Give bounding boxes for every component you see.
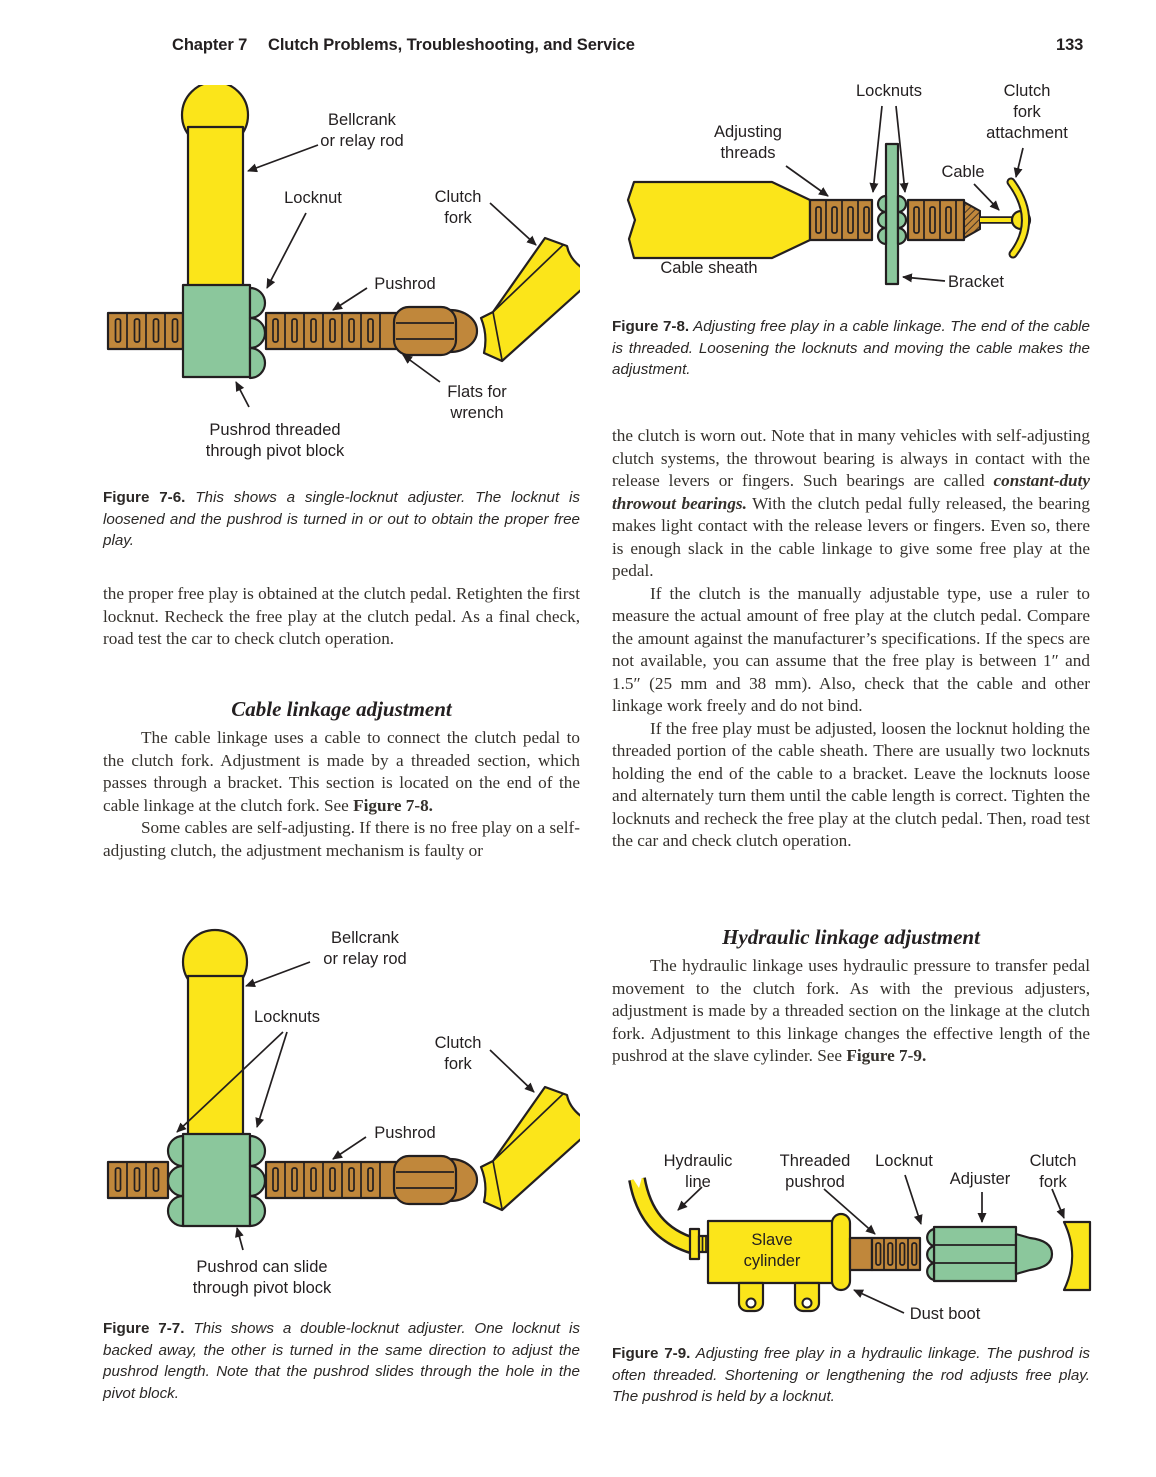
paragraph: the proper free play is obtained at the …: [103, 584, 580, 648]
wrench-flats: [392, 305, 458, 357]
label-bracket: Bracket: [948, 273, 1004, 291]
locknut: [248, 286, 267, 380]
label-dust-boot: Dust boot: [909, 1305, 981, 1323]
figure-7-7-caption: Figure 7-7. This shows a double-locknut …: [103, 1320, 580, 1402]
label-pushrod: Pushrod: [374, 1124, 436, 1142]
clutch-fork-attachment: [1006, 177, 1030, 259]
locknut-right: [248, 1134, 267, 1228]
label-fork-attachment: Clutch fork attachment: [986, 82, 1068, 142]
figure-7-9-diagram: [628, 1170, 1092, 1314]
label-locknuts: Locknuts: [855, 82, 923, 100]
right-text-2: The hydraulic linkage uses hydraulic pre…: [612, 955, 1090, 1068]
figure-7-6-caption: Figure 7-6. This shows a single-locknut …: [103, 489, 580, 549]
figure-7-7-diagram: [106, 928, 580, 1251]
figure-7-8-caption: Figure 7-8. Adjusting free play in a cab…: [612, 318, 1090, 378]
figure-7-7: Bellcrank or relay rod Locknuts Clutch f…: [100, 920, 580, 1312]
label-pushrod: Pushrod: [374, 275, 436, 293]
chapter-label: Chapter 7: [172, 36, 248, 54]
label-bellcrank: Bellcrank or relay rod: [320, 111, 404, 150]
pushrod-left-threads: [106, 311, 185, 351]
label-locknut: Locknut: [875, 1152, 933, 1170]
heading-cable-linkage: Cable linkage adjustment: [231, 697, 452, 721]
label-cable-sheath: Cable sheath: [660, 259, 758, 277]
callout-arrows: [785, 105, 1024, 283]
bracket: [884, 142, 900, 286]
clutch-fork: [479, 236, 580, 363]
threaded-pushrod: [848, 1236, 922, 1272]
callout-arrows: [235, 144, 537, 408]
label-clutch-fork: Clutch fork: [1029, 1152, 1077, 1191]
figure-7-9: Hydraulic line Threaded pushrod Locknut …: [612, 1135, 1102, 1365]
locknuts: [876, 194, 908, 246]
page-title: Clutch Problems, Troubleshooting, and Se…: [268, 36, 635, 54]
wrench-flats: [392, 1154, 458, 1206]
figure-7-8: Locknuts Clutch fork attachment Adjustin…: [612, 70, 1102, 310]
label-threaded-pushrod: Threaded pushrod: [779, 1152, 851, 1191]
paragraph: The cable linkage uses a cable to connec…: [103, 728, 580, 815]
right-text-1: the clutch is worn out. Note that in man…: [612, 425, 1090, 853]
cable-sheath: [626, 180, 812, 260]
adjusting-threads: [808, 198, 966, 242]
bellcrank-rod: [186, 125, 245, 291]
left-text-2: The cable linkage uses a cable to connec…: [103, 727, 580, 862]
clutch-fork: [479, 1085, 580, 1212]
label-pivot-block: Pushrod threaded through pivot block: [205, 421, 345, 460]
label-cable: Cable: [941, 163, 985, 181]
bellcrank-seam: [190, 129, 241, 149]
paragraph: The hydraulic linkage uses hydraulic pre…: [612, 956, 1090, 1065]
label-adjusting-threads: Adjusting threads: [714, 123, 782, 162]
label-locknut: Locknut: [284, 189, 342, 207]
locknut: [926, 1227, 936, 1282]
figure-7-6-diagram: [106, 85, 580, 408]
pivot-block: [181, 1132, 252, 1228]
pushrod-right-threads: [264, 1160, 402, 1200]
bellcrank-seam: [190, 978, 241, 996]
locknut-left: [166, 1134, 185, 1228]
figure-7-8-diagram: [626, 105, 1032, 286]
label-flats: Flats for wrench: [447, 383, 507, 422]
label-slave-cylinder: Slave cylinder: [743, 1231, 801, 1270]
callout-arrows: [677, 1174, 1065, 1314]
heading-hydraulic-linkage: Hydraulic linkage adjustment: [722, 925, 980, 949]
paragraph: If the free play must be adjusted, loose…: [612, 718, 1090, 851]
label-clutch-fork: Clutch fork: [434, 188, 482, 227]
label-pivot-block: Pushrod can slide through pivot block: [192, 1258, 332, 1297]
clutch-fork: [1062, 1220, 1092, 1292]
bellcrank-rod: [186, 974, 245, 1138]
figure-7-6: Bellcrank or relay rod Locknut Clutch fo…: [100, 85, 580, 467]
pushrod-left-threads: [106, 1160, 170, 1200]
paragraph: If the clutch is the manually adjustable…: [612, 583, 1090, 716]
left-text-1: the proper free play is obtained at the …: [103, 583, 580, 651]
pushrod-right-threads: [264, 311, 402, 351]
label-bellcrank: Bellcrank or relay rod: [323, 929, 407, 968]
slave-cylinder-body: [706, 1219, 836, 1285]
cable-end-taper: [963, 200, 981, 240]
paragraph: Some cables are self-adjusting. If there…: [103, 818, 580, 860]
label-hydraulic-line: Hydraulic line: [663, 1152, 733, 1191]
adjuster: [932, 1225, 1054, 1283]
label-locknuts: Locknuts: [253, 1008, 321, 1026]
label-adjuster: Adjuster: [949, 1170, 1011, 1188]
pivot-block: [181, 283, 252, 379]
page-number: 133: [1056, 36, 1084, 54]
hydraulic-line: [628, 1170, 697, 1255]
dust-boot: [830, 1212, 852, 1292]
paragraph: the clutch is worn out. Note that in man…: [612, 426, 1090, 580]
label-clutch-fork: Clutch fork: [434, 1034, 482, 1073]
figure-7-9-caption: Figure 7-9. Adjusting free play in a hyd…: [612, 1345, 1090, 1405]
callout-arrows: [176, 961, 535, 1251]
mounting-ears: [737, 1281, 821, 1313]
